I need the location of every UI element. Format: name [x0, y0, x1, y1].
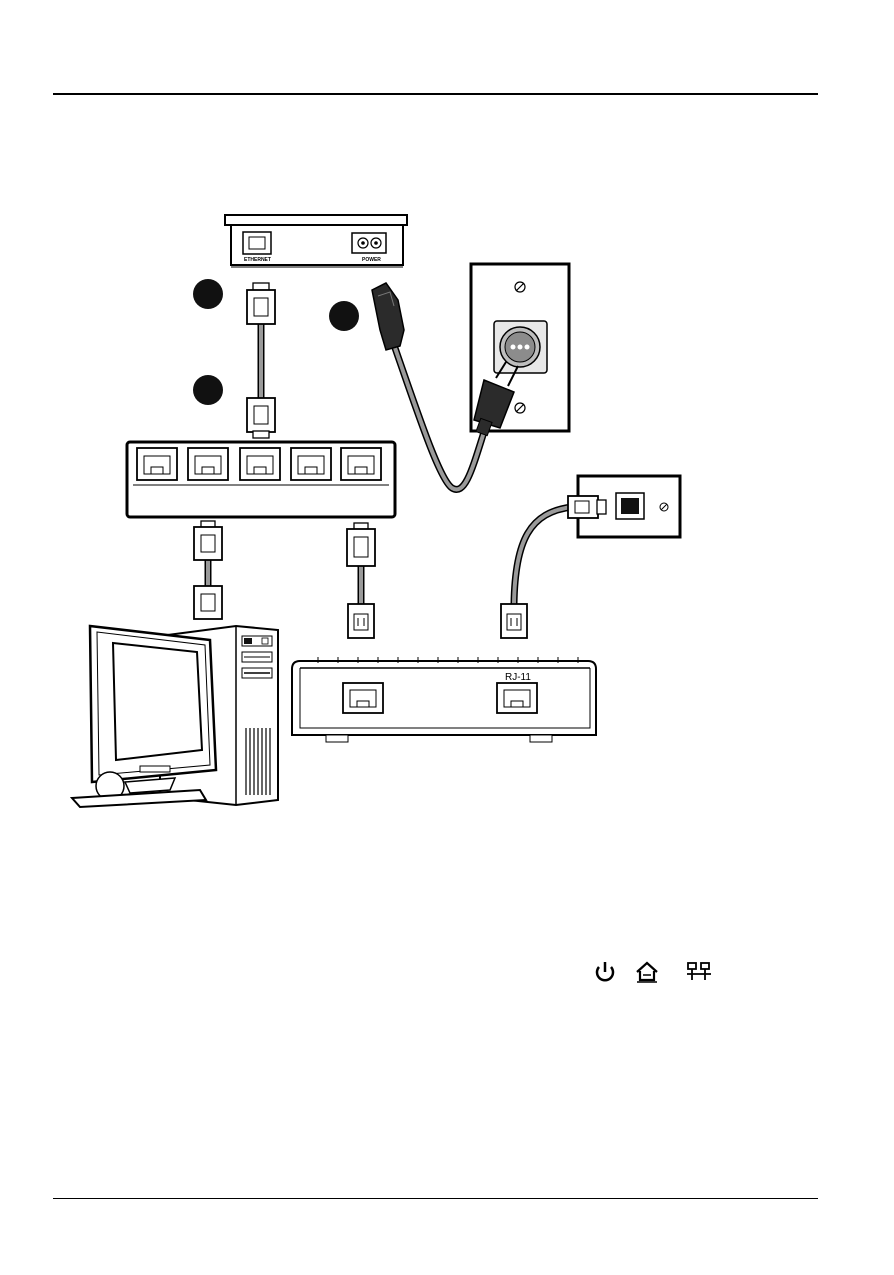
ethernet-switch [127, 442, 395, 517]
switch-port-3 [240, 448, 280, 480]
modem-rj11-port [497, 683, 537, 713]
step-callout-2 [193, 375, 223, 405]
switch-port-2 [188, 448, 228, 480]
modem-rj11-label: RJ-11 [505, 672, 531, 683]
modem-ethernet-port [343, 683, 383, 713]
adapter-ethernet-label: ETHERNET [244, 257, 271, 263]
appliance-plug [372, 283, 404, 350]
switch-port-4 [291, 448, 331, 480]
step-callout-1 [193, 279, 223, 309]
adapter-ethernet-port [243, 232, 271, 254]
adapter-power-label: POWER [362, 257, 381, 263]
home-network-icon [634, 960, 660, 984]
switch-port-5 [341, 448, 381, 480]
power-icon [594, 960, 616, 984]
modem: RJ-11 [292, 657, 596, 742]
phone-cable [501, 496, 606, 638]
lan-icon [685, 960, 713, 984]
switch-port-1 [137, 448, 177, 480]
step-callout-3 [329, 301, 359, 331]
adapter-power-socket [352, 233, 386, 253]
ethernet-cable-switch-computer [194, 521, 222, 619]
footer-rule [53, 1198, 818, 1199]
ethernet-cable-adapter-switch [247, 283, 275, 438]
wall-socket [494, 321, 547, 373]
power-wall-plate [471, 264, 569, 436]
led-indicator-legend [590, 960, 730, 990]
desktop-computer [72, 626, 278, 807]
ethernet-cable-switch-modem [347, 523, 375, 638]
powerline-adapter: ETHERNET POWER [225, 215, 407, 267]
